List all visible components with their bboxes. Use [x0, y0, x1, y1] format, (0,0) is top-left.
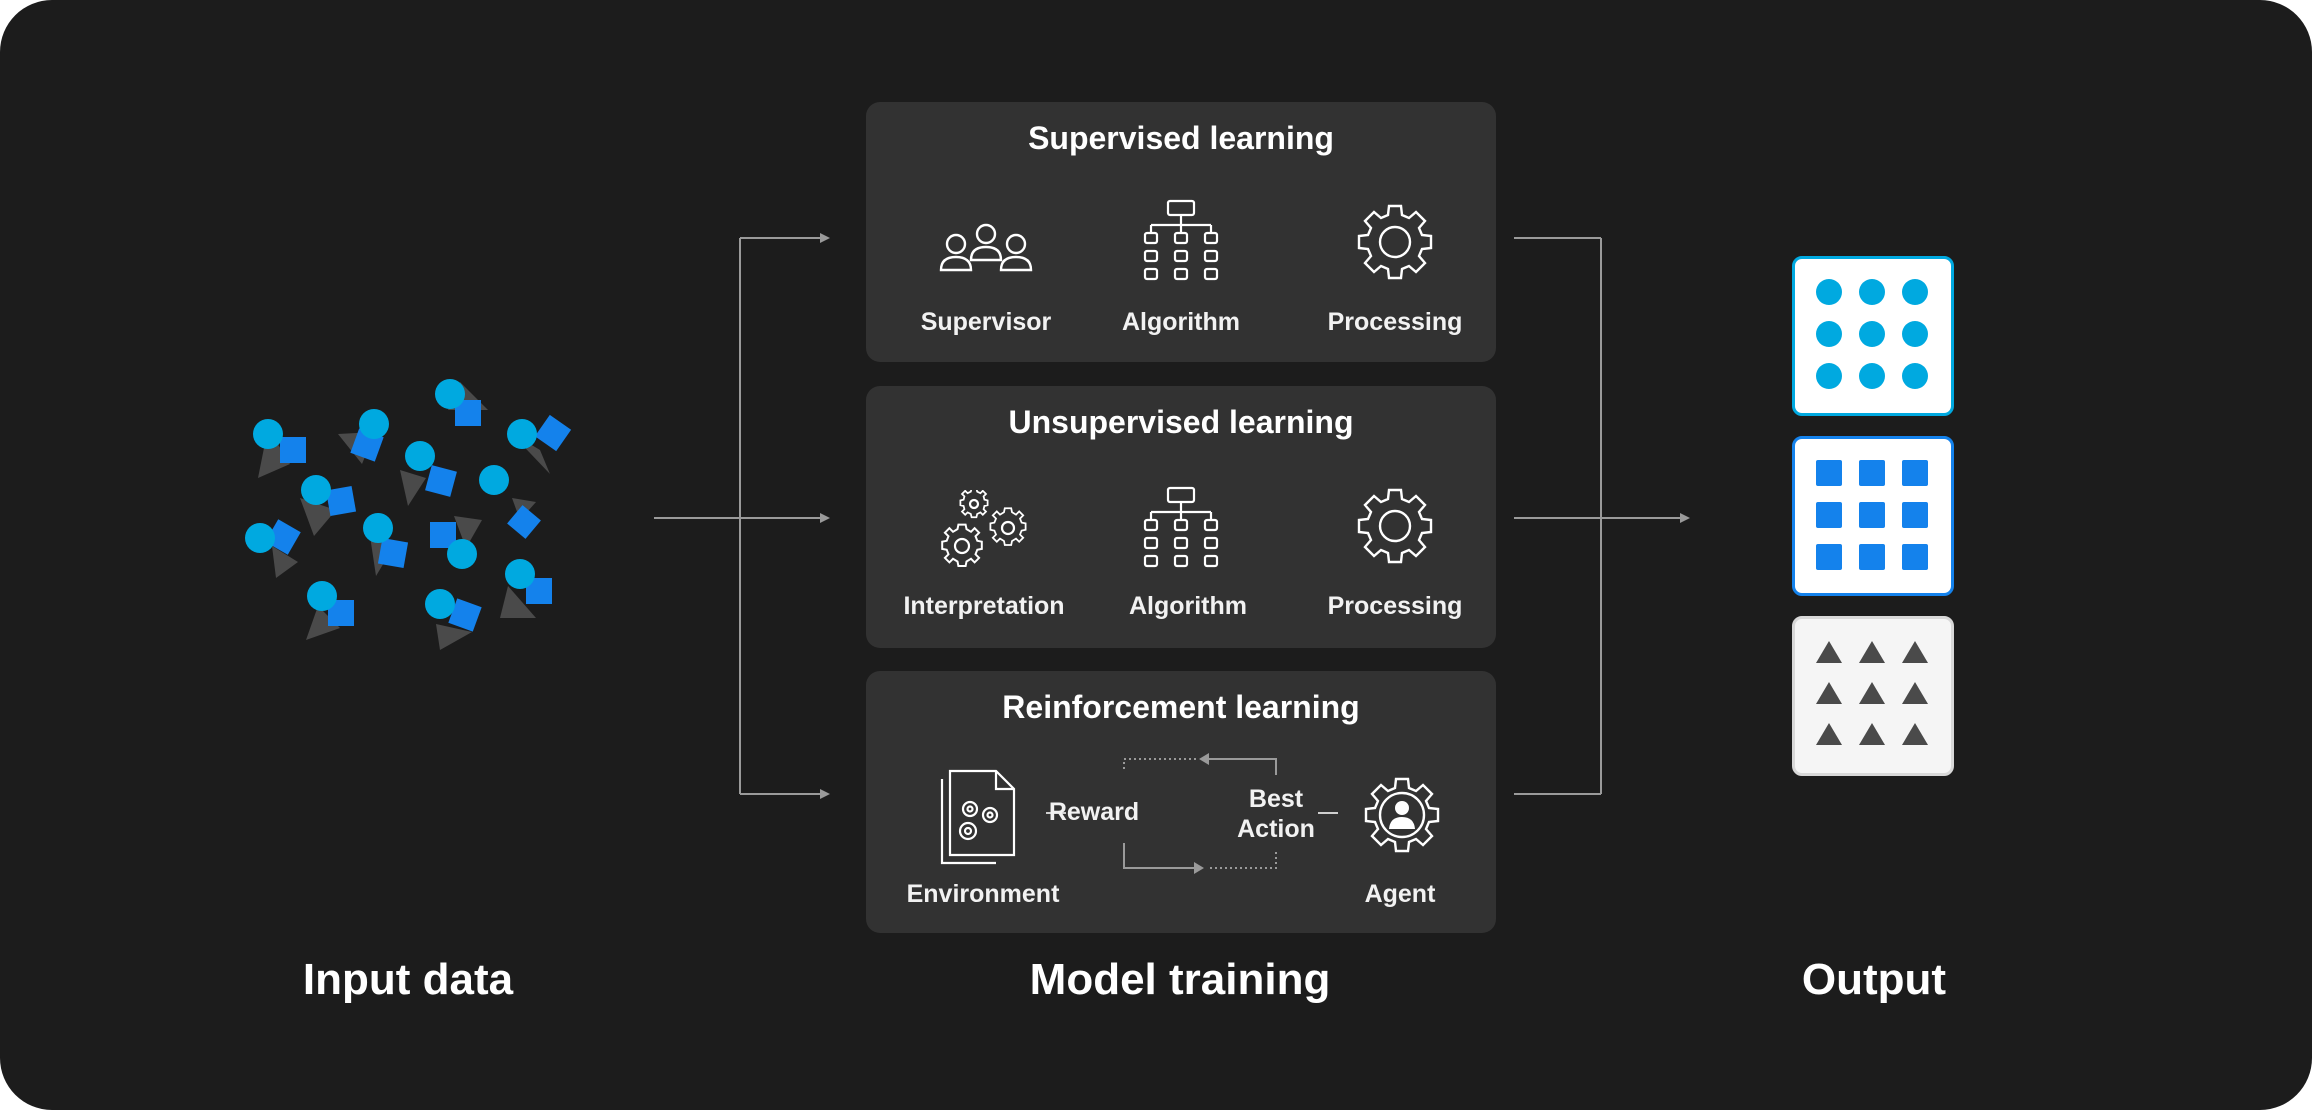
- output-label: Output: [1801, 955, 1947, 1004]
- best-action-label-line1: Best: [1248, 785, 1304, 813]
- best-action-label-line2: Action: [1237, 815, 1315, 843]
- interpretation-label: Interpretation: [903, 592, 1065, 620]
- gear-person-icon: [1364, 777, 1440, 853]
- supervised-learning-panel: Supervised learning: [866, 102, 1496, 362]
- reinforcement-learning-panel: Reinforcement learning Reward Best Actio…: [866, 671, 1496, 933]
- document-gears-icon: [940, 769, 1016, 865]
- people-group-icon: [939, 223, 1033, 272]
- input-squares: [265, 400, 572, 632]
- output-card-triangles: [1792, 616, 1954, 776]
- input-data-label: Input data: [302, 955, 514, 1004]
- output-triangles-grid: [1816, 641, 1928, 745]
- supervised-panel-title: Supervised learning: [1028, 120, 1334, 156]
- environment-label: Environment: [906, 880, 1060, 908]
- algorithm-label: Algorithm: [1121, 308, 1241, 336]
- gear-icon: [1357, 488, 1433, 564]
- output-card-circles: [1792, 256, 1954, 416]
- output-circles-grid: [1816, 279, 1928, 389]
- gears-icon: [941, 490, 1027, 567]
- input-data-scatter: [245, 379, 572, 650]
- gear-icon: [1357, 204, 1433, 280]
- unsupervised-learning-panel: Unsupervised learning: [866, 386, 1496, 648]
- agent-label: Agent: [1364, 880, 1436, 908]
- reinforcement-loop-connectors: [1046, 753, 1338, 874]
- algorithm-label: Algorithm: [1128, 592, 1248, 620]
- processing-label: Processing: [1327, 308, 1463, 336]
- input-triangles: [258, 382, 550, 650]
- output-squares-grid: [1816, 460, 1928, 570]
- input-circles: [245, 379, 537, 619]
- reinforcement-panel-title: Reinforcement learning: [1002, 689, 1360, 725]
- model-training-label: Model training: [1029, 955, 1331, 1004]
- hierarchy-icon: [1143, 486, 1219, 568]
- reward-label: Reward: [1048, 798, 1140, 826]
- hierarchy-icon: [1143, 199, 1219, 281]
- output-card-squares: [1792, 436, 1954, 596]
- unsupervised-panel-title: Unsupervised learning: [1008, 404, 1354, 440]
- supervisor-label: Supervisor: [920, 308, 1052, 336]
- processing-label: Processing: [1327, 592, 1463, 620]
